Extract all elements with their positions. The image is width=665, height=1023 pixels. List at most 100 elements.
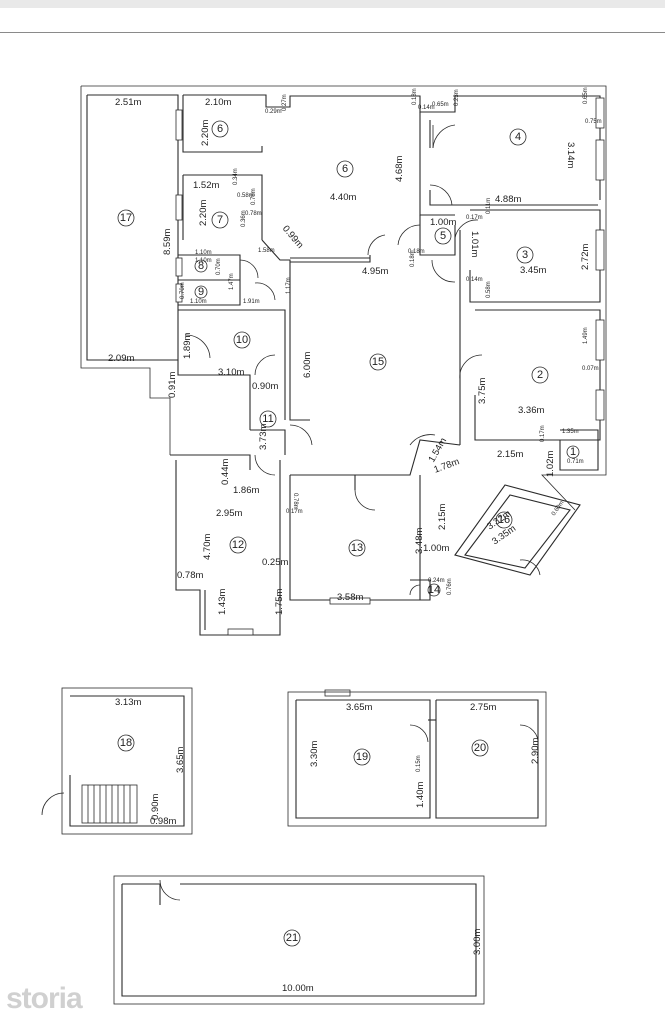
dim-label: 4.70m [202,534,213,560]
room-number-r4: 4 [515,131,521,143]
room-number-r6a: 6 [217,123,223,135]
dim-label: 0.15m [416,755,422,772]
dim-label: 3.14m [565,142,576,168]
doors [159,124,541,901]
dim-label: 2.20m [198,200,209,226]
dim-label: 0.29m [265,109,282,115]
dim-label: 2.95m [216,508,242,519]
dim-label: 3.65m [346,702,372,713]
dim-label: 0.91m [167,372,178,398]
dim-label: 1.49m [583,327,589,344]
dim-label: 4.95m [362,266,388,277]
room-number-r1: 1 [570,446,576,458]
room-number-r9: 9 [198,286,204,298]
room-18-outline [41,687,193,835]
room-number-circle [509,128,527,146]
room-number-circle [233,331,251,349]
dim-label: 3.36m [518,405,544,416]
room-number-circle [211,211,229,229]
room-21-outline [113,875,485,1005]
room-number-r6b: 6 [342,163,348,175]
dim-label: 1.86m [233,485,259,496]
dim-label: 1.40m [415,782,426,808]
room-number-r21: 21 [286,932,298,944]
dim-label: 1.17m [286,277,292,294]
dim-label: 3.45m [520,265,546,276]
room-number-circle [194,259,208,273]
dim-label: 0.18m [410,250,416,267]
dim-label: 8.59m [162,229,173,255]
dim-label: 2.51m [115,97,141,108]
dim-label: 1.47m [229,273,235,290]
dim-label: 0.78m [177,570,203,581]
dim-label: 0.99m [280,223,305,250]
dim-label: 3.13m [115,697,141,708]
dim-label: 1.75m [274,589,285,615]
rooms-19-20-outline [287,691,547,827]
dim-label: 0.58m [486,281,492,298]
dim-label: 0.14m [466,277,483,283]
dim-label: 2.10m [205,97,231,108]
room-number-circle [434,227,452,245]
room-number-r10: 10 [236,334,248,346]
room-number-r20: 20 [474,742,486,754]
top-divider [0,32,665,33]
room-number-r12: 12 [232,539,244,551]
dim-label: 1.10m [190,299,207,305]
room-number-circle [495,511,513,529]
dim-label: 3.00m [472,929,483,955]
dim-label: 0.70m [216,258,222,275]
dim-label: 0.90m [150,794,161,820]
room-number-circle [336,160,354,178]
dim-label: 4.88m [495,194,521,205]
dim-label: 1.52m [193,180,219,191]
dim-label: 0.18m [408,249,425,255]
room-number-r16: 16 [498,514,510,526]
dim-label: 2.75m [470,702,496,713]
dim-label: 2.72m [580,244,591,270]
dim-label: 6.00m [302,352,313,378]
room-number-r18: 18 [120,737,132,749]
room-number-circle [211,120,229,138]
dim-label: 0.17m [540,425,546,442]
storia-watermark: storia [6,982,83,1015]
main-floor-walls [80,85,607,636]
room-number-r7: 7 [217,214,223,226]
dim-label: 3.58m [337,592,363,603]
dim-label: 0.23m [454,89,460,106]
room-number-circle [353,748,371,766]
dim-label: 2.90m [530,738,541,764]
room-number-circle [283,929,301,947]
room-number-r2: 2 [537,369,543,381]
dim-label: 2.20m [200,120,211,146]
dim-label: 1.43m [217,589,228,615]
windows [175,97,605,697]
dim-label: 0.98m [150,816,176,827]
dim-label: 2.15m [497,449,523,460]
dim-label: 3.10m [218,367,244,378]
dim-label: 0.78m [251,188,257,205]
dim-label: 4.68m [394,156,405,182]
dim-label: 0.11m [486,198,492,214]
dim-label: 0.65m [432,102,449,108]
room-number-r11: 11 [262,413,273,425]
dim-label: 2.15m [437,504,448,530]
dim-label: 3.73m [258,424,269,450]
dim-label: 1.91m [243,299,260,305]
room-number-r3: 3 [522,249,528,261]
room-number-circle [194,285,208,299]
top-bar [0,0,665,8]
dim-label: 0.58m [237,193,254,199]
dim-label: 0.78m [292,493,298,510]
dim-label: 3.75m [477,378,488,404]
dim-label: 1.89m [182,333,193,359]
dim-label: 0.24m [428,578,445,584]
dim-label: 2.09m [108,353,134,364]
room-number-r14: 14 [428,584,440,596]
dim-label: 3.30m [309,741,320,767]
dim-label: 1.01m [469,231,480,257]
dim-label: 4.40m [330,192,356,203]
dim-label: 0.27m [282,94,288,111]
room-number-r19: 19 [356,751,368,763]
